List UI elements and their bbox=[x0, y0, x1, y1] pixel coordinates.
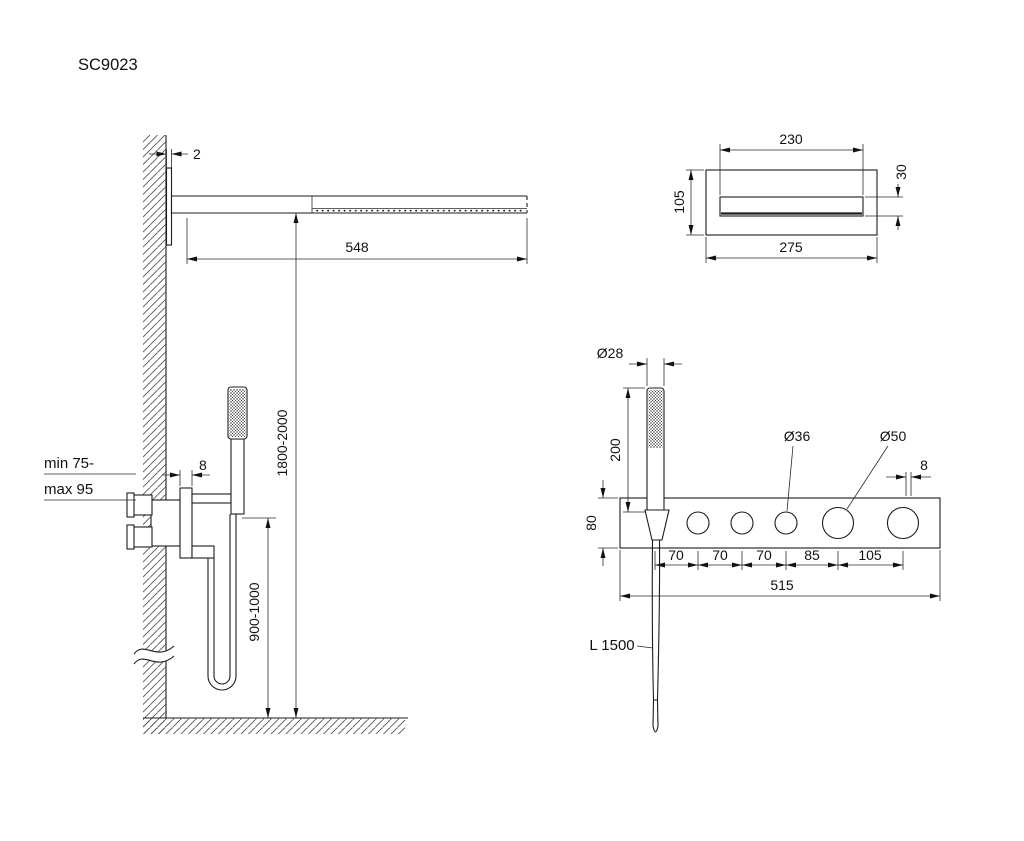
plan-view: 230 105 30 275 bbox=[671, 131, 909, 263]
wall-plate bbox=[165, 167, 173, 246]
dim-wall-distance: min 75- max 95 bbox=[44, 455, 136, 501]
knob-large-2 bbox=[886, 506, 920, 540]
dim-panel-height: 80 bbox=[583, 480, 618, 566]
dim-label-85: 85 bbox=[804, 547, 820, 563]
dim-label-515: 515 bbox=[770, 577, 794, 593]
handshower-handle-side bbox=[230, 438, 245, 515]
dim-handshower-diameter: Ø28 bbox=[597, 345, 682, 386]
dim-slot-width: 230 bbox=[719, 131, 864, 195]
label-max-95: max 95 bbox=[44, 481, 93, 498]
dim-label-230: 230 bbox=[779, 131, 803, 147]
dim-label-548: 548 bbox=[345, 239, 369, 255]
dim-label-l1500: L 1500 bbox=[589, 637, 634, 654]
valve-handle-bottom bbox=[132, 526, 153, 548]
valve-handle-top-cap bbox=[126, 492, 135, 518]
dim-arm-length: 548 bbox=[186, 218, 528, 264]
dim-label-70-2: 70 bbox=[712, 547, 728, 563]
dim-knob-spacings: 70 70 70 85 105 bbox=[654, 547, 904, 570]
label-min-75: min 75- bbox=[44, 455, 94, 472]
dim-hose-length: L 1500 bbox=[589, 637, 654, 654]
side-view: 2 548 1800-2000 min 75- bbox=[44, 135, 528, 734]
dim-label-1800-2000: 1800-2000 bbox=[274, 409, 290, 476]
dim-label-d28: Ø28 bbox=[597, 345, 624, 361]
valve-handle-bottom-cap bbox=[126, 524, 135, 550]
wall-break-lower bbox=[133, 655, 175, 665]
handshower-head-knurl-side bbox=[229, 389, 246, 437]
valve-handle-top bbox=[132, 494, 153, 516]
hose-elbow bbox=[191, 545, 215, 559]
dim-panel-edge: 8 bbox=[886, 457, 931, 496]
hose-front-right bbox=[656, 539, 661, 701]
dim-label-30: 30 bbox=[893, 164, 909, 180]
wall-hatch bbox=[143, 135, 166, 734]
head-slot bbox=[719, 196, 864, 217]
handshower-bracket bbox=[191, 493, 232, 504]
front-view: 70 70 70 85 105 515 80 8 bbox=[583, 345, 941, 733]
dim-trim-thickness: 8 bbox=[162, 457, 210, 486]
knob-large-1 bbox=[821, 506, 855, 540]
dim-label-8-side: 8 bbox=[199, 457, 207, 473]
handshower-holder bbox=[644, 509, 670, 541]
valve-trim-plate bbox=[179, 487, 193, 559]
dim-label-275: 275 bbox=[779, 239, 803, 255]
dim-label-8-front: 8 bbox=[920, 457, 928, 473]
dim-label-2: 2 bbox=[193, 146, 201, 162]
dim-label-70-1: 70 bbox=[668, 547, 684, 563]
dim-label-105: 105 bbox=[671, 190, 687, 214]
dim-body-depth: 105 bbox=[671, 169, 704, 236]
floor-hatch bbox=[143, 718, 405, 734]
wall-break-upper bbox=[133, 645, 175, 655]
dim-label-d36: Ø36 bbox=[784, 428, 811, 444]
wall-break-mask bbox=[134, 646, 174, 664]
hose-side-outer bbox=[207, 514, 237, 691]
dim-knob-large-diameter: Ø50 bbox=[846, 428, 907, 510]
hose-front-left bbox=[651, 539, 655, 701]
hose-tip bbox=[652, 699, 659, 733]
dim-handshower-length: 200 bbox=[607, 387, 645, 513]
hose-side-inner bbox=[213, 514, 231, 685]
dim-label-80: 80 bbox=[583, 515, 599, 531]
dim-knob-small-diameter: Ø36 bbox=[784, 428, 811, 512]
dim-body-width: 275 bbox=[705, 237, 878, 263]
dim-valve-height: 900-1000 bbox=[242, 517, 276, 718]
valve-body bbox=[150, 499, 181, 547]
handshower-head-knurl-front bbox=[648, 390, 663, 448]
dim-plate-thickness: 2 bbox=[149, 146, 201, 168]
dim-label-70-3: 70 bbox=[756, 547, 772, 563]
knob-small-3 bbox=[774, 511, 798, 535]
dim-mount-height: 1800-2000 bbox=[274, 213, 299, 718]
dim-label-200: 200 bbox=[607, 438, 623, 462]
knob-small-2 bbox=[730, 511, 754, 535]
dim-label-d50: Ø50 bbox=[880, 428, 907, 444]
dim-label-900-1000: 900-1000 bbox=[246, 582, 262, 641]
knob-small-1 bbox=[686, 511, 710, 535]
drawing-title: SC9023 bbox=[78, 56, 138, 74]
dim-slot-depth: 30 bbox=[865, 164, 909, 230]
dim-label-105-spacing: 105 bbox=[858, 547, 882, 563]
dim-panel-width: 515 bbox=[619, 550, 941, 601]
